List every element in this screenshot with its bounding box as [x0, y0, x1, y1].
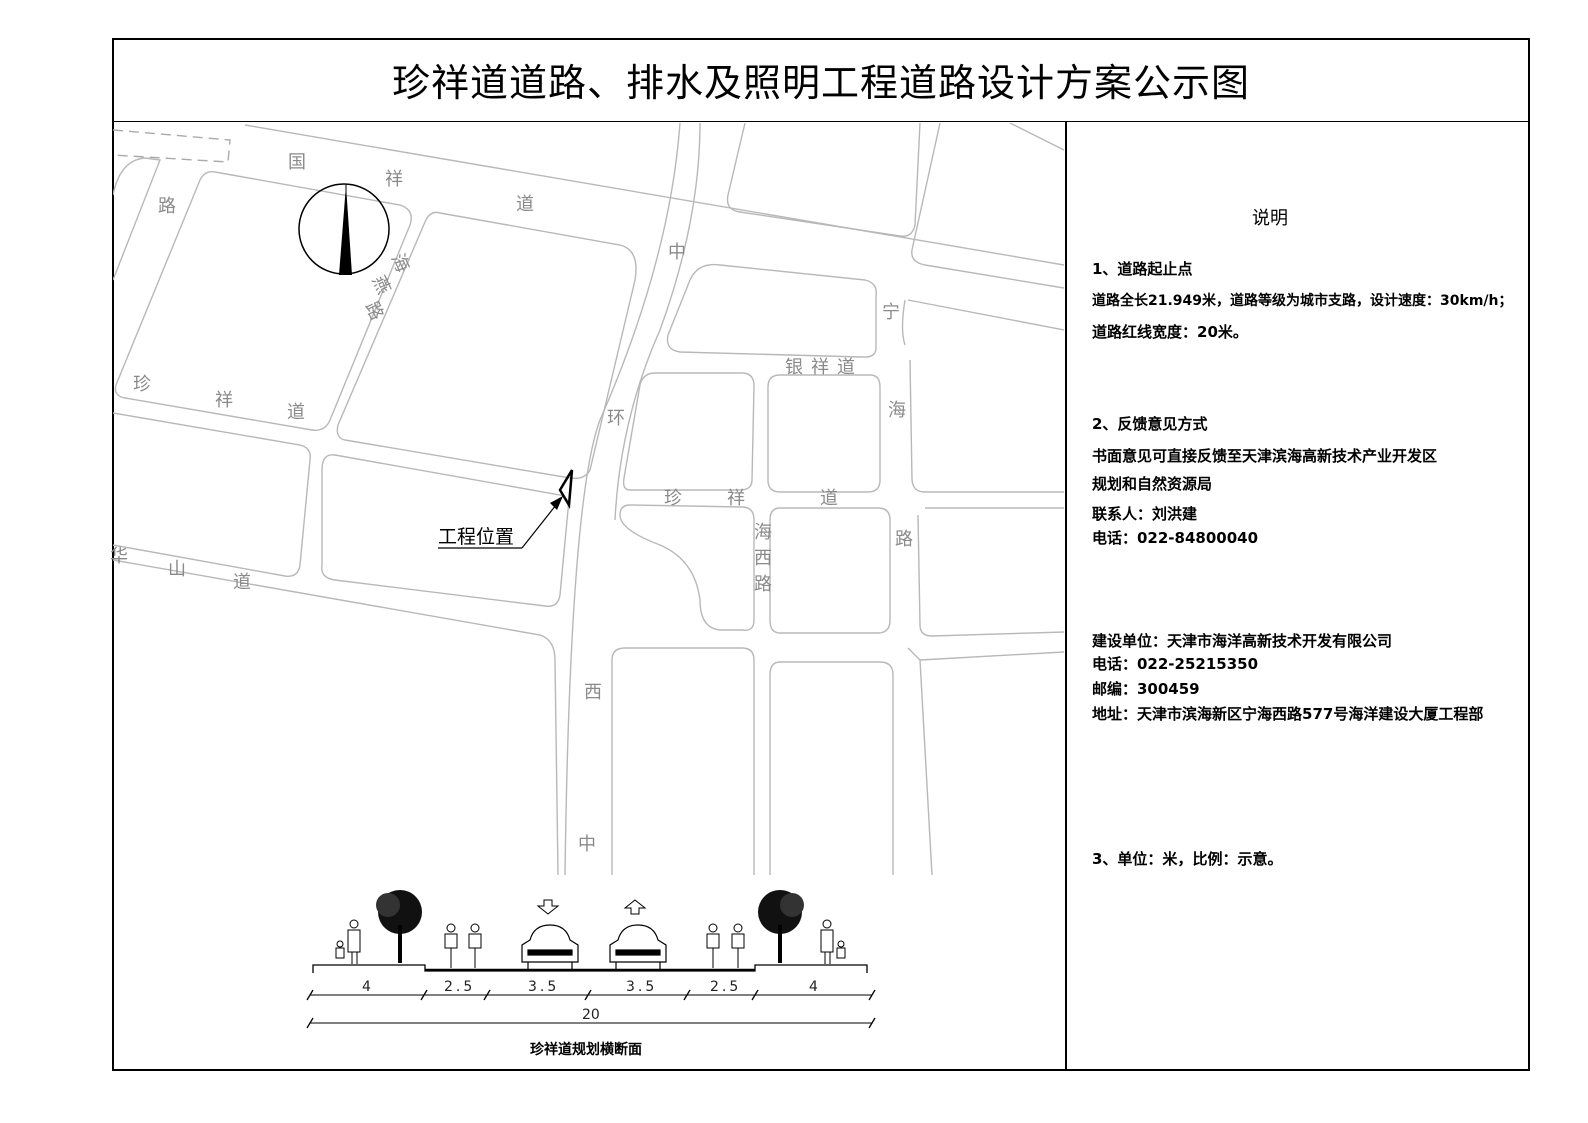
project-location-marker	[438, 469, 574, 549]
builder-zip: 邮编：300459	[1092, 680, 1200, 698]
cross-section-title: 珍祥道规划横断面	[530, 1041, 642, 1058]
pedestrian-icon	[335, 919, 361, 964]
feedback-text: 书面意见可直接反馈至天津滨海高新技术产业开发区	[1092, 447, 1438, 465]
pedestrian-icon	[820, 919, 846, 964]
notes-heading: 说明	[1252, 208, 1288, 229]
cross-section-drawing: 4 2.5 3.5 3.5 2.5 4 20 珍祥道规划横断面	[306, 890, 876, 1058]
dimension-label: 4	[809, 979, 818, 995]
map-label: 珍	[664, 488, 682, 509]
section-3-units: 3、单位：米，比例：示意。	[1092, 850, 1283, 868]
map-label: 华	[110, 546, 128, 567]
project-location-label: 工程位置	[438, 526, 514, 548]
map-label: 道	[233, 572, 251, 593]
section-2-title: 2、反馈意见方式	[1092, 415, 1208, 433]
map-label: 国	[288, 152, 306, 173]
notes-divider	[1065, 122, 1067, 1071]
map-label: 祥	[215, 390, 233, 411]
car-icon	[521, 924, 579, 969]
arrow-up-icon	[623, 899, 647, 915]
road-width-text: 道路红线宽度：20米。	[1092, 323, 1248, 341]
map-label: 祥	[385, 169, 403, 190]
road-length-text: 道路全长21.949米，道路等级为城市支路，设计速度：30km/h；	[1092, 293, 1513, 309]
builder-address: 地址：天津市滨海新区宁海西路577号海洋建设大厦工程部	[1092, 705, 1484, 723]
dimension-total: 20	[582, 1007, 600, 1023]
map-label: 西	[584, 682, 602, 703]
dimension-label: 3.5	[626, 979, 657, 995]
map-label: 道	[516, 194, 534, 215]
tree-icon	[758, 890, 804, 963]
map-label: 中	[668, 242, 686, 263]
road-network	[113, 123, 1064, 875]
map-label: 燕	[368, 273, 395, 298]
car-icon	[609, 924, 667, 969]
map-label: 祥	[727, 488, 745, 509]
builder-phone: 电话：022-25215350	[1092, 655, 1259, 673]
map-label: 海	[888, 400, 906, 421]
drawing-title: 珍祥道道路、排水及照明工程道路设计方案公示图	[391, 61, 1250, 105]
contact-person: 联系人：刘洪建	[1092, 505, 1198, 523]
map-label: 山	[168, 559, 186, 580]
map-label: 西	[754, 548, 772, 569]
north-arrow-icon	[298, 183, 390, 275]
map-label: 中	[578, 834, 596, 855]
map-label: 道	[287, 402, 305, 423]
contact-phone: 电话：022-84800040	[1092, 529, 1259, 547]
map-label: 宁	[882, 302, 900, 323]
map-label: 银祥道	[785, 357, 863, 378]
section-1-title: 1、道路起止点	[1092, 260, 1193, 278]
cyclist-icon	[444, 923, 482, 968]
dimension-label: 3.5	[528, 979, 559, 995]
map-label: 环	[607, 408, 625, 429]
drawing-frame	[112, 38, 1530, 1071]
map-label: 珍	[133, 374, 151, 395]
tree-icon	[376, 890, 422, 963]
feedback-agency: 规划和自然资源局	[1092, 475, 1213, 493]
map-label: 道	[820, 488, 838, 509]
cyclist-icon	[706, 923, 745, 968]
map-label: 路	[754, 574, 772, 595]
dimension-label: 4	[362, 979, 371, 995]
map-label: 路	[895, 529, 913, 550]
map-label: 路	[158, 196, 176, 217]
map-label: 海	[754, 522, 772, 543]
arrow-down-icon	[536, 899, 560, 915]
dimension-label: 2.5	[444, 979, 475, 995]
title-bar: 珍祥道道路、排水及照明工程道路设计方案公示图	[112, 38, 1530, 122]
dimension-label: 2.5	[710, 979, 741, 995]
builder-name: 建设单位：天津市海洋高新技术开发有限公司	[1092, 632, 1393, 650]
